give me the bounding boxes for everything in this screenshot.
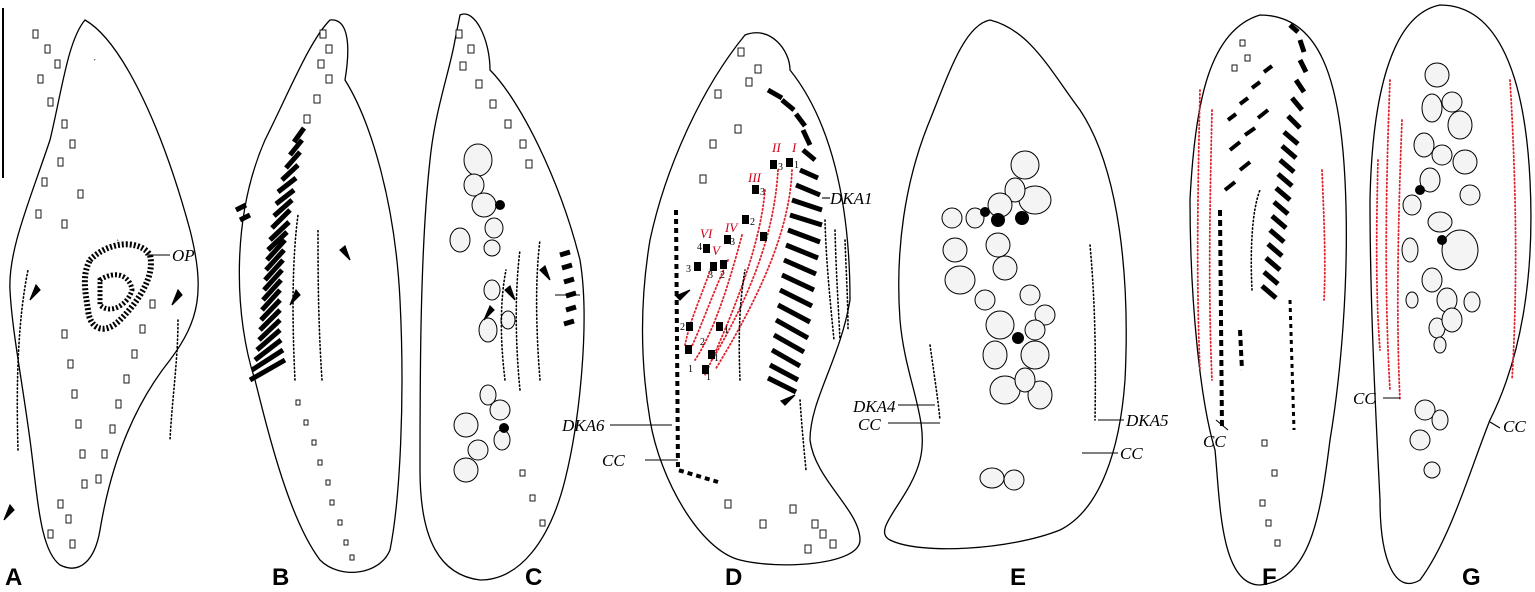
macronuclei-c	[449, 143, 516, 483]
oral-primordium-a	[81, 241, 154, 332]
hollow-cirri-d	[699, 47, 837, 554]
cc-label-e1: CC	[858, 415, 881, 434]
cell-outline-d	[641, 32, 861, 566]
cc-label-f: CC	[1203, 432, 1226, 451]
num-1b: 1	[724, 325, 729, 336]
cc-label-g1: CC	[1353, 389, 1376, 408]
cirral-rows-a	[32, 29, 156, 549]
panel-b: B	[234, 19, 403, 591]
roman-i: I	[791, 140, 797, 155]
hollow-cirri-f	[1231, 39, 1281, 547]
panel-f: CC F	[1189, 14, 1347, 591]
num-3e: 3	[708, 270, 713, 281]
panel-d: I II III IV V VI 1 3 3 2 3 4 3 3 2 2 2 1…	[561, 32, 873, 591]
num-3: 3	[778, 162, 783, 173]
panel-e: DKA4 CC DKA5 CC E	[852, 19, 1169, 591]
panel-letter-f: F	[1262, 564, 1277, 591]
roman-iv: IV	[724, 220, 739, 235]
panel-letter-b: B	[272, 564, 289, 591]
num-2d: 2	[700, 337, 705, 348]
panel-c: C	[419, 13, 585, 591]
num-1c: 1	[714, 353, 719, 364]
cc-label-d: CC	[602, 451, 625, 470]
num-1d: 1	[688, 364, 693, 375]
num-3c: 3	[730, 237, 735, 248]
dorsal-kinety-anlagen-b	[234, 126, 307, 383]
cc-label-e2: CC	[1120, 444, 1143, 463]
op-label: OP	[172, 246, 195, 265]
adoral-zone-a	[94, 58, 142, 242]
cell-outline-e	[883, 19, 1127, 550]
cell-outline-c	[419, 13, 585, 581]
panel-letter-c: C	[525, 564, 542, 591]
roman-ii: II	[771, 140, 781, 155]
hollow-cirri-c	[455, 29, 546, 527]
panel-a: OP A	[3, 19, 199, 591]
macronuclei-e	[941, 150, 1056, 491]
anlagen-blocks-d	[685, 158, 793, 374]
num-2c: 2	[680, 322, 685, 333]
red-rows-f	[1196, 89, 1326, 381]
dka-dotted-d	[799, 219, 849, 471]
dka6-label: DKA6	[561, 416, 605, 435]
num-2: 2	[750, 217, 755, 228]
macronuclei-g	[1401, 62, 1481, 479]
roman-iii: III	[747, 170, 762, 185]
panel-letter-e: E	[1010, 564, 1026, 591]
num-1: 1	[794, 160, 799, 171]
anlagen-thick-d	[766, 87, 823, 395]
hollow-cirri-b	[295, 29, 355, 561]
dka5-label: DKA5	[1125, 411, 1169, 430]
num-3b: 3	[760, 187, 765, 198]
panel-letter-a: A	[5, 564, 22, 591]
cell-outline-a	[9, 19, 199, 569]
dka1-label: DKA1	[829, 189, 873, 208]
cell-outline-b	[238, 19, 403, 573]
num-2b: 2	[720, 270, 725, 281]
panel-letter-d: D	[725, 564, 742, 591]
cc-label-g2: CC	[1503, 417, 1526, 436]
cell-outline-g	[1369, 4, 1532, 585]
roman-v: V	[712, 243, 722, 258]
num-3d: 3	[686, 264, 691, 275]
roman-vi: VI	[700, 226, 713, 241]
red-rows-g	[1375, 79, 1517, 401]
cell-outline-f	[1189, 14, 1347, 586]
num-4: 4	[697, 242, 702, 253]
panel-letter-g: G	[1462, 564, 1481, 591]
panel-g: CC CC G	[1353, 4, 1532, 591]
anlagen-thick-f	[1218, 23, 1309, 431]
dka4-label: DKA4	[852, 397, 896, 416]
num-1e: 1	[706, 372, 711, 383]
